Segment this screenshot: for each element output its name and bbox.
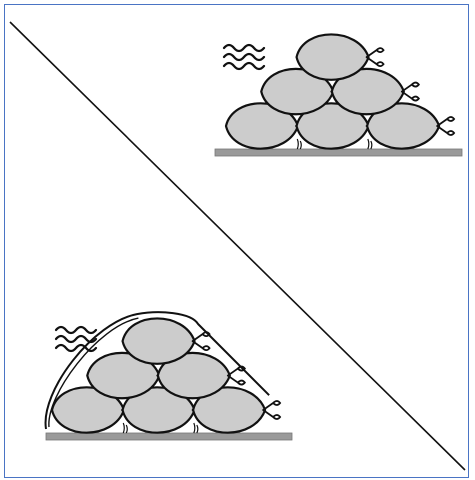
panel-uncovered-stack <box>215 34 462 156</box>
seam-mark <box>368 139 372 149</box>
wavy-line <box>224 45 264 51</box>
wavy-line <box>56 327 96 333</box>
seam-mark <box>297 139 301 149</box>
seam-mark <box>194 423 198 433</box>
wavy-line <box>56 336 96 342</box>
wavy-lines-icon <box>56 327 96 351</box>
ground-surface <box>46 433 292 440</box>
ground-surface <box>215 149 462 156</box>
seam-mark <box>123 423 127 433</box>
panel-covered-stack <box>46 312 292 440</box>
wavy-line <box>224 54 264 60</box>
wavy-lines-icon <box>224 45 264 69</box>
wavy-line <box>224 63 264 69</box>
